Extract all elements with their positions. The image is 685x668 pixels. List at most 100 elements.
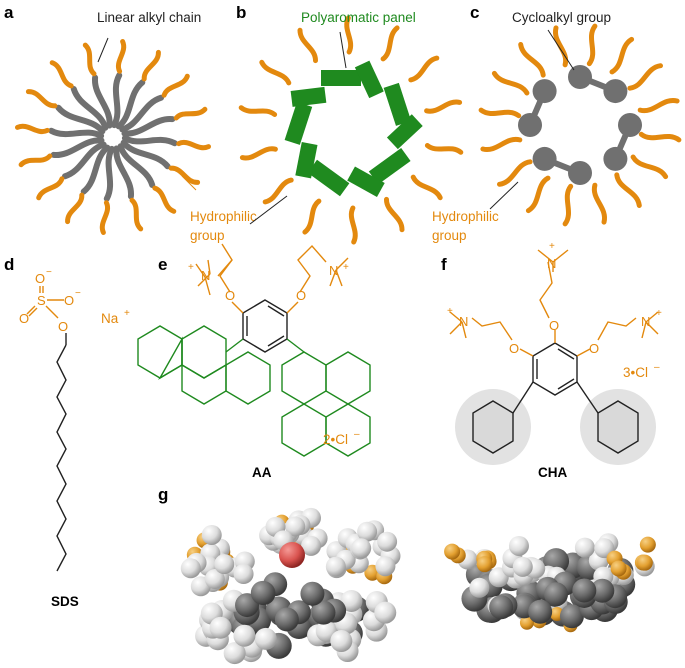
cha-central-benzene <box>532 342 578 396</box>
hydrophilic-head <box>591 182 608 225</box>
hydrophilic-head <box>18 153 53 168</box>
hydrophilic-head <box>152 185 177 214</box>
left-cyclohexyl <box>472 400 514 454</box>
right-ethylene-linker <box>297 244 327 293</box>
compound-name-sds: SDS <box>51 594 79 609</box>
hydrophilic-head <box>586 23 598 67</box>
linear-chain-micelle <box>15 39 211 235</box>
nitrogen-atom <box>476 556 493 573</box>
oxygen-atom <box>279 542 305 568</box>
svg-text:N: N <box>547 256 556 271</box>
polyaromatic-panel <box>295 141 350 197</box>
alkyl-chain <box>119 94 164 133</box>
hydrophilic-head <box>380 25 400 62</box>
hydrogen-atom <box>574 537 595 558</box>
hydrogen-atom <box>357 521 378 542</box>
svg-text:−: − <box>75 288 81 299</box>
label-hydrophilic-a-line2: group <box>190 228 225 243</box>
panel-segment <box>284 101 313 145</box>
hydrophilic-head <box>259 59 292 86</box>
alkyl-chain <box>113 145 134 200</box>
hydrophilic-head <box>491 70 530 96</box>
carbon-atom <box>300 581 325 606</box>
hydrophilic-head <box>609 36 635 75</box>
hydrogen-atom <box>301 535 322 556</box>
hydrogen-atom <box>340 589 363 612</box>
alkyl-chain <box>70 86 109 131</box>
bond-s-o-left <box>26 305 36 315</box>
carbon-atom <box>559 604 584 629</box>
svg-text:O: O <box>296 288 306 303</box>
hydrophilic-head <box>99 200 111 235</box>
atom-o-right: O <box>64 293 74 308</box>
panel-segment <box>368 147 411 185</box>
carbon-atom <box>544 582 569 607</box>
hydrophilic-head <box>238 105 278 117</box>
alkyl-chain <box>55 104 106 135</box>
svg-text:O: O <box>589 341 599 356</box>
hydrophilic-head <box>65 192 85 225</box>
hydrogen-atom <box>233 624 256 647</box>
label-hydrophilic-c-line1: Hydrophilic <box>432 209 499 224</box>
panel-f: f O O O <box>441 241 662 480</box>
cycloalkyl-ball <box>568 161 592 185</box>
hydrogen-atom <box>204 569 225 590</box>
hydrogen-atom <box>469 577 490 598</box>
hydrophilic-head <box>552 25 569 68</box>
panel-letter-d: d <box>4 255 14 274</box>
hydrophilic-head <box>129 197 144 232</box>
nitrogen-atom <box>519 615 534 630</box>
left-ethylene-linker <box>219 243 233 293</box>
carbon-atom <box>311 600 336 625</box>
counterion-na: Na <box>101 311 119 326</box>
panel-a: a Linear alkyl chain Hydrophilic group <box>4 3 257 243</box>
svg-text:O: O <box>509 341 519 356</box>
bond-s-o-bottom <box>45 305 59 319</box>
panel-letter-g: g <box>158 485 168 504</box>
hydrogen-atom <box>254 627 277 650</box>
hydrophilic-head <box>383 196 405 233</box>
hydrophilic-head <box>478 107 522 119</box>
hydrophilic-head <box>630 154 669 180</box>
hydrogen-atom <box>512 556 533 577</box>
hydrophilic-head <box>480 136 523 153</box>
polyaromatic-panel <box>383 82 423 150</box>
alkyl-chain <box>92 74 113 129</box>
hydrophilic-head <box>344 15 354 55</box>
hydrogen-atom <box>285 516 306 537</box>
counterion-cha-charge: – <box>654 362 660 373</box>
panel-segment <box>383 82 412 126</box>
hydrophilic-head <box>141 49 161 82</box>
hydrophilic-head <box>614 172 642 208</box>
svg-text:N: N <box>329 263 338 278</box>
panel-segment <box>290 86 327 107</box>
hydrogen-atom <box>508 535 529 556</box>
panel-d: d O − S O − O O Na + SDS <box>4 255 130 609</box>
svg-text:+: + <box>188 262 194 273</box>
carbon-atom <box>572 578 597 603</box>
carbon-atom <box>274 607 299 632</box>
hydrogen-atom <box>209 616 232 639</box>
hydrophilic-head <box>82 42 97 77</box>
polyaromatic-panel <box>321 60 384 99</box>
panel-e: e <box>137 243 371 480</box>
svg-text:N: N <box>641 314 650 329</box>
panel-letter-c: c <box>470 3 479 22</box>
carbon-atom <box>250 580 275 605</box>
polyaromatic-panel <box>347 147 411 197</box>
hydrophilic-head <box>525 175 551 214</box>
alkyl-chain <box>117 143 156 188</box>
hydrogen-atom <box>375 556 396 577</box>
nitrogen-atom <box>636 554 653 571</box>
panel-letter-b: b <box>236 3 246 22</box>
hydrophilic-head <box>562 183 574 227</box>
alkyl-chain <box>121 135 178 147</box>
svg-text:+: + <box>343 262 349 273</box>
cha-space-filling-side-view <box>444 533 656 633</box>
alkyl-chain <box>62 141 107 180</box>
hydrophilic-head <box>15 123 50 135</box>
panel-segment <box>307 159 350 197</box>
cycloalkyl-ball <box>532 146 557 171</box>
leader-line-cycloalkyl <box>547 29 575 71</box>
